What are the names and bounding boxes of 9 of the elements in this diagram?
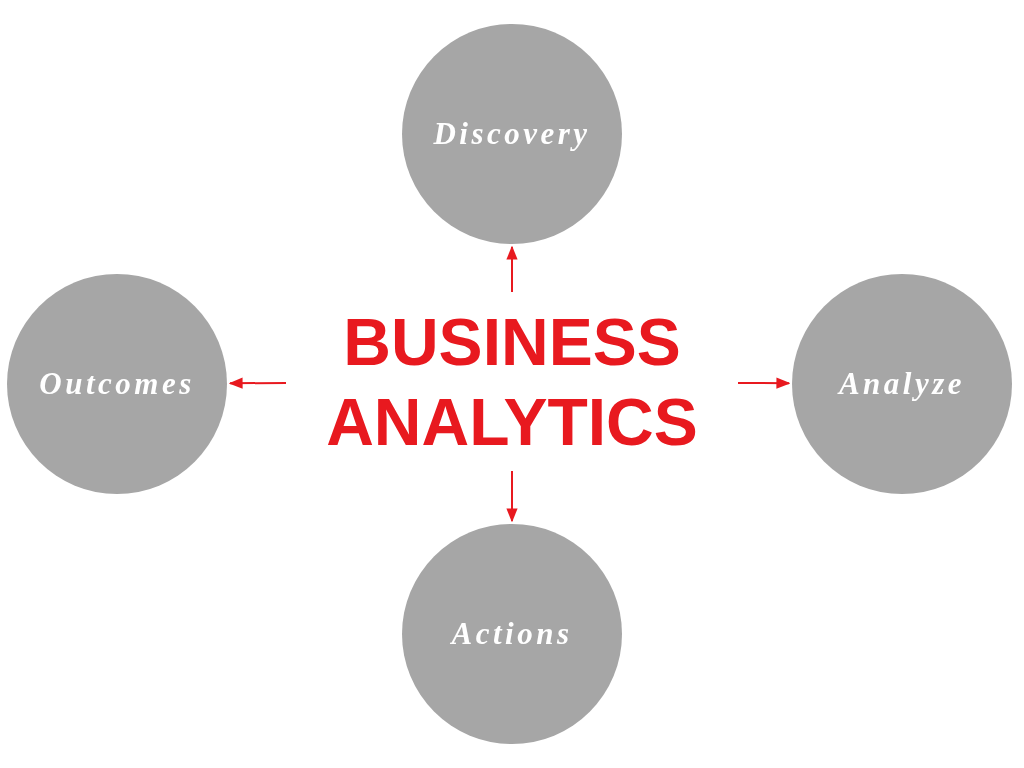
stage-label: Discovery — [433, 116, 591, 152]
arrow — [737, 377, 791, 389]
stage-label: Analyze — [838, 366, 966, 402]
arrow — [506, 245, 518, 293]
center-title: BUSINESS ANALYTICS — [325, 303, 699, 461]
stage-label: Actions — [451, 616, 573, 652]
arrow — [228, 377, 287, 389]
stage-label: Outcomes — [39, 366, 195, 402]
arrow — [506, 470, 518, 523]
